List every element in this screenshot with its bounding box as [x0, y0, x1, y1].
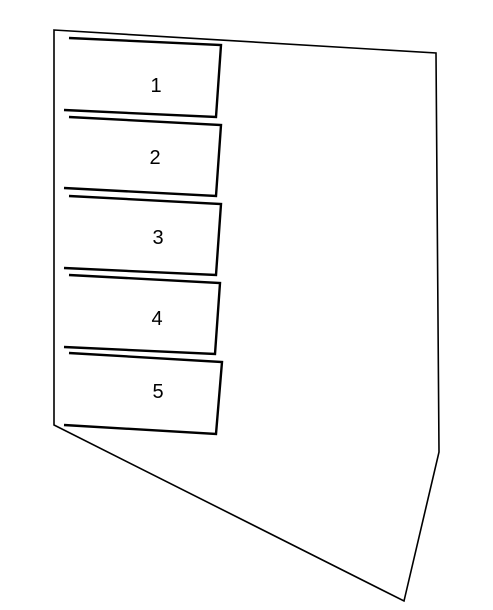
slot-1-label: 1 — [150, 75, 161, 97]
slot-5-label: 5 — [152, 381, 163, 403]
slot-3: 3 — [63, 194, 223, 277]
slot-2: 2 — [63, 115, 223, 198]
slot-4-frame — [63, 273, 222, 356]
slot-3-frame — [63, 194, 223, 277]
slot-5-frame — [63, 351, 224, 436]
slot-5: 5 — [63, 351, 224, 436]
slot-2-label: 2 — [149, 147, 160, 169]
slot-4: 4 — [63, 273, 222, 356]
slot-3-label: 3 — [152, 227, 163, 249]
slot-4-label: 4 — [151, 308, 162, 330]
slot-2-frame — [63, 115, 223, 198]
slot-1-frame — [63, 36, 223, 119]
container-outline — [53, 29, 440, 603]
slot-1: 1 — [63, 36, 223, 119]
